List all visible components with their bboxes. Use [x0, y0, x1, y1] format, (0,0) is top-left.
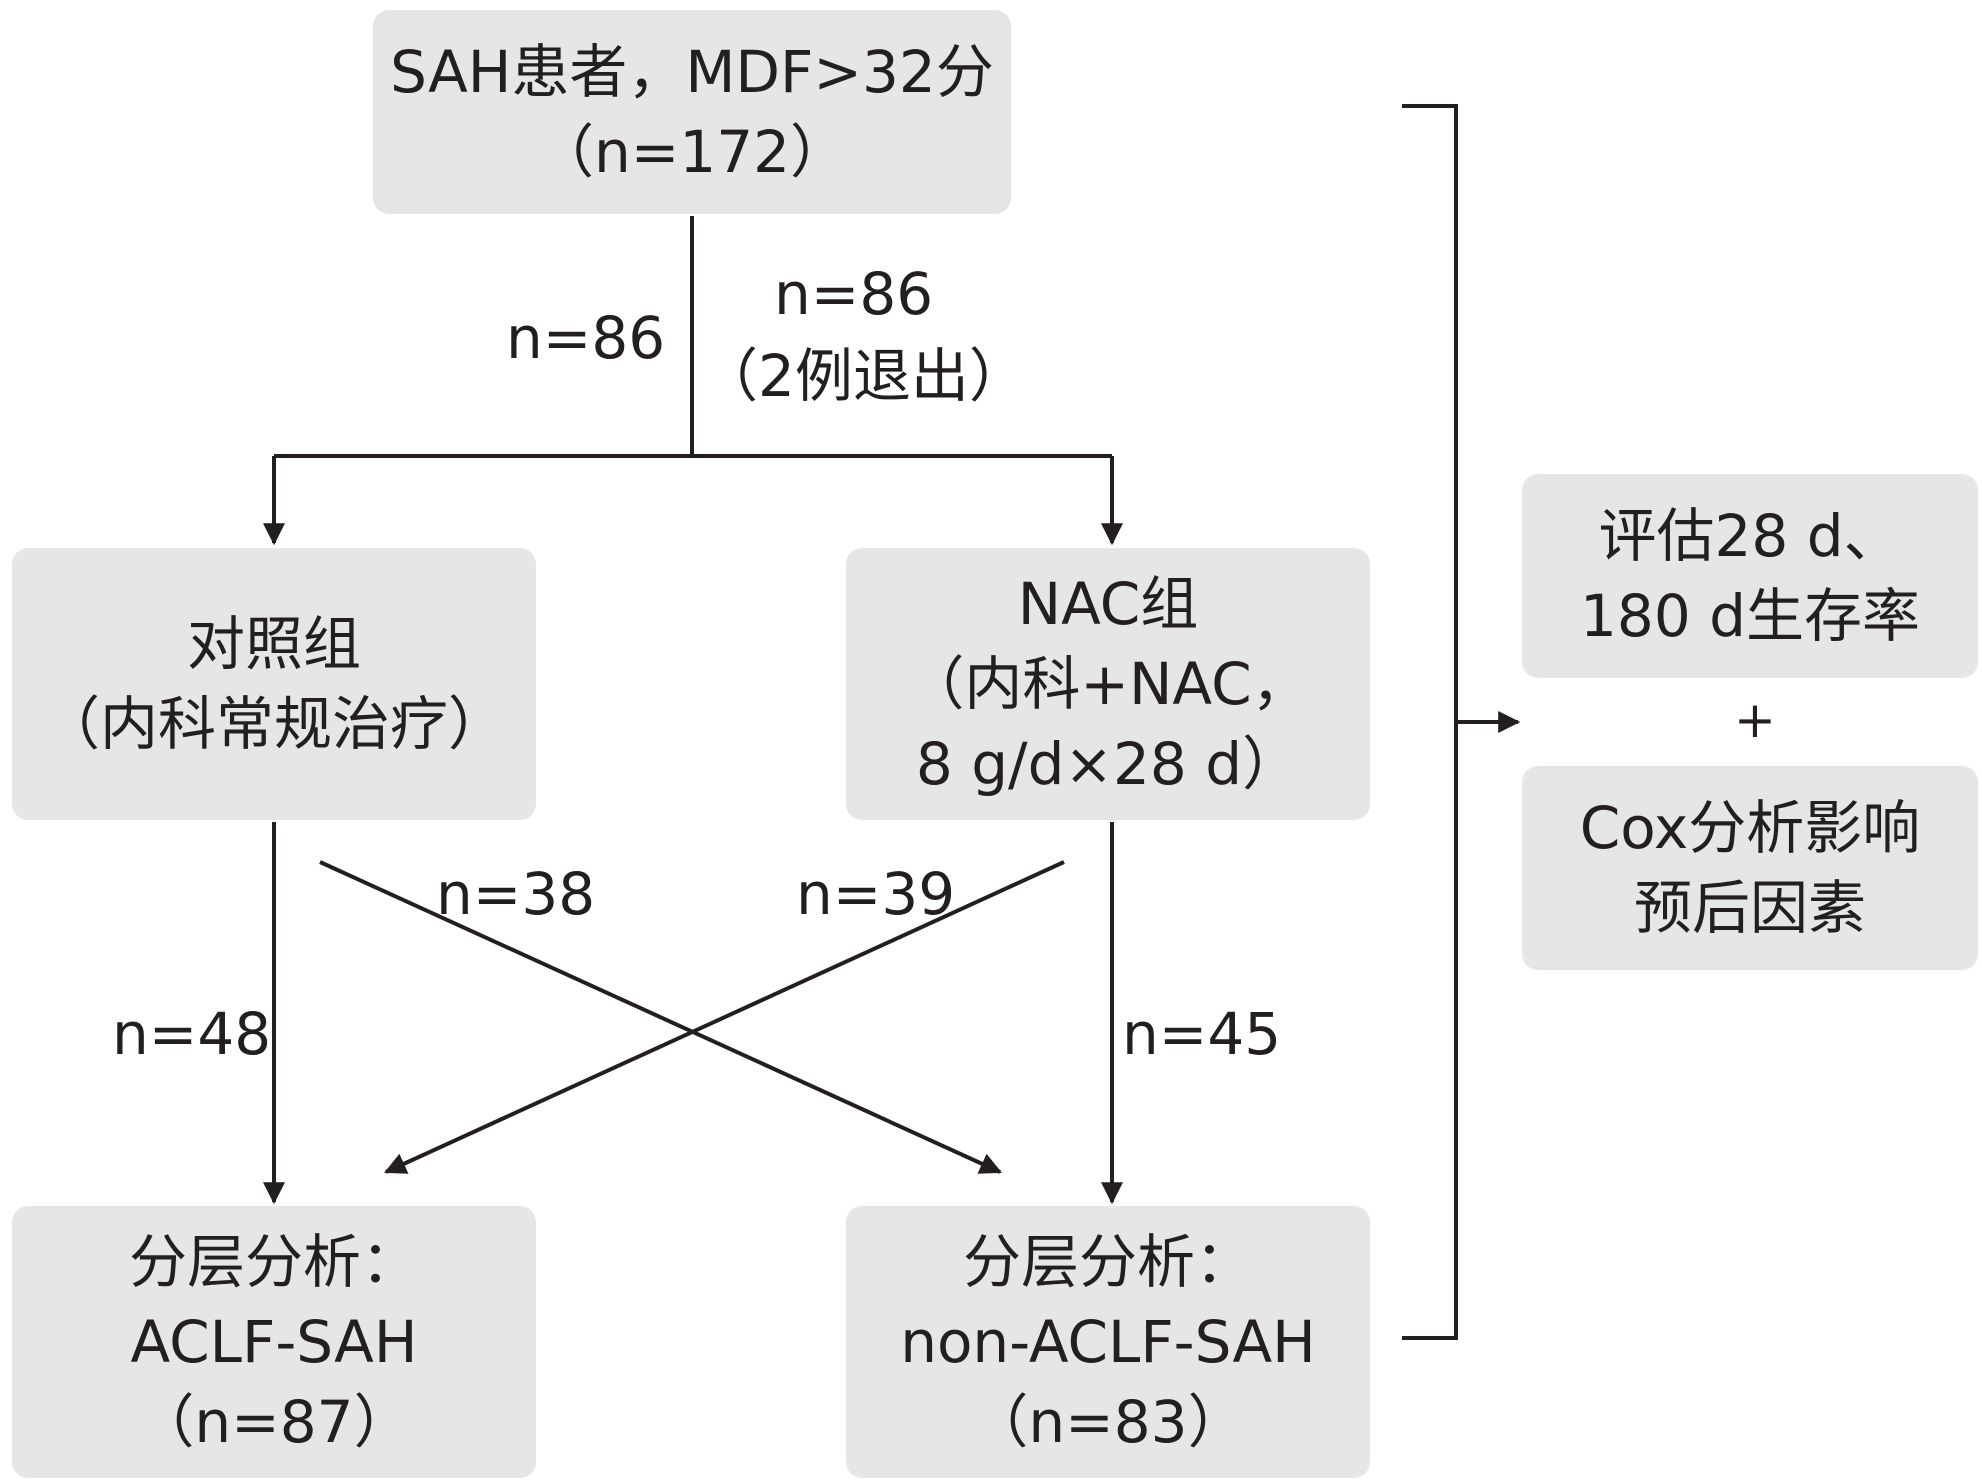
- box-cox-analysis: Cox分析影响 预后因素: [1522, 766, 1978, 970]
- edge-label-to-control: n=86: [506, 304, 666, 372]
- box-survival-line1: 评估28 d、: [1598, 502, 1902, 570]
- box-nac-group-title: NAC组: [1017, 570, 1199, 638]
- edge-label-nac-to-non-aclf: n=45: [1122, 1000, 1282, 1068]
- edge-label-to-nac-note: （2例退出）: [700, 342, 1027, 410]
- arrow-control-to-non-aclf: [319, 860, 1003, 1174]
- box-non-aclf-sah-title: 分层分析：: [962, 1228, 1253, 1296]
- box-aclf-sah: 分层分析： ACLF-SAH （n=87）: [12, 1206, 536, 1478]
- box-control-group-detail: （内科常规治疗）: [41, 690, 506, 758]
- box-control-group: 对照组 （内科常规治疗）: [12, 548, 536, 820]
- edge-label-nac-to-aclf: n=39: [796, 860, 956, 928]
- box-survival-line2: 180 d生存率: [1580, 582, 1920, 650]
- box-non-aclf-sah-label: non-ACLF-SAH: [900, 1308, 1316, 1376]
- arrow-nac-to-aclf: [383, 860, 1065, 1174]
- box-aclf-sah-label: ACLF-SAH: [130, 1308, 418, 1376]
- box-sah-patients: SAH患者，MDF>32分 （n=172）: [373, 10, 1011, 214]
- box-control-group-title: 对照组: [186, 610, 361, 678]
- box-aclf-sah-title: 分层分析：: [128, 1228, 419, 1296]
- box-nac-group-dose: 8 g/d×28 d）: [915, 730, 1301, 798]
- edge-label-control-to-non-aclf: n=38: [436, 860, 596, 928]
- edge-label-to-nac: n=86: [774, 260, 934, 328]
- box-nac-group-detail: （内科+NAC，: [906, 650, 1310, 718]
- box-sah-patients-count: （n=172）: [535, 118, 849, 186]
- box-aclf-sah-count: （n=87）: [136, 1388, 412, 1456]
- box-non-aclf-sah-count: （n=83）: [970, 1388, 1246, 1456]
- plus-sign: +: [1734, 691, 1776, 749]
- box-nac-group: NAC组 （内科+NAC， 8 g/d×28 d）: [846, 548, 1370, 820]
- box-cox-line2: 预后因素: [1633, 874, 1866, 942]
- box-non-aclf-sah: 分层分析： non-ACLF-SAH （n=83）: [846, 1206, 1370, 1478]
- right-bracket: [1402, 104, 1458, 1340]
- edge-label-control-to-aclf: n=48: [112, 1000, 272, 1068]
- box-survival-assessment: 评估28 d、 180 d生存率: [1522, 474, 1978, 678]
- box-cox-line1: Cox分析影响: [1579, 794, 1921, 862]
- box-sah-patients-title: SAH患者，MDF>32分: [390, 38, 994, 106]
